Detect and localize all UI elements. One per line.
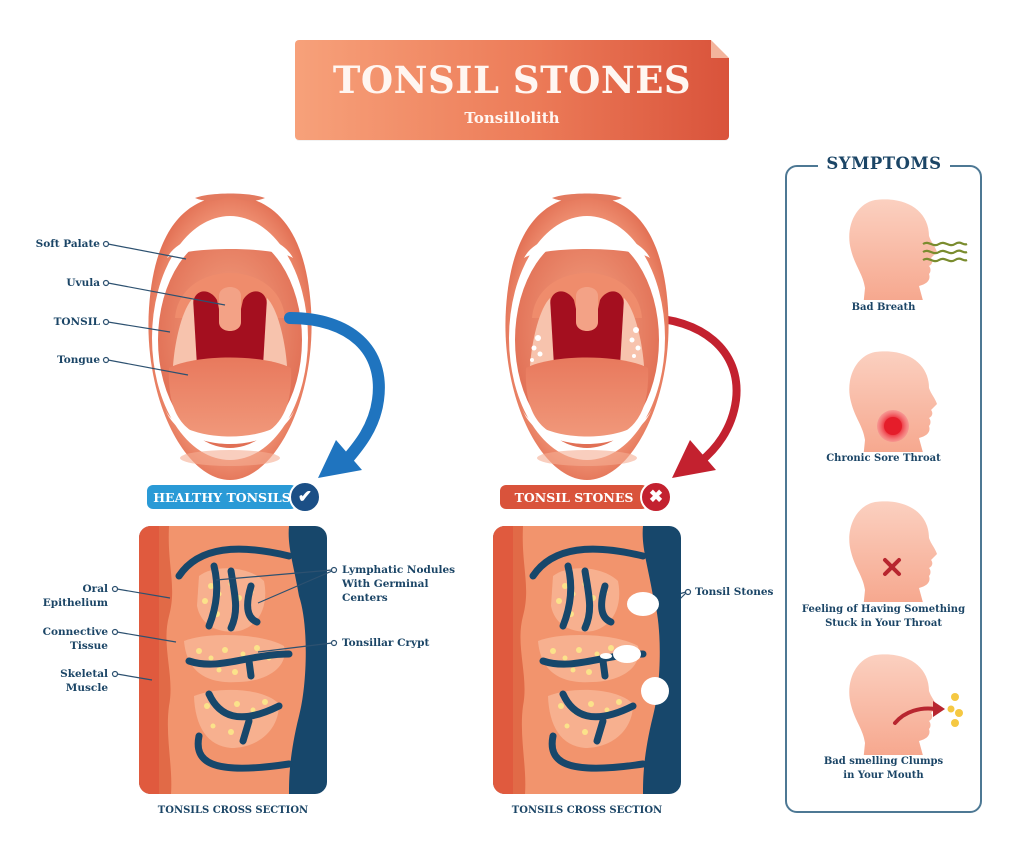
title-banner: TONSIL STONES Tonsillolith: [295, 40, 729, 140]
healthy-arrow: [284, 312, 385, 468]
label-tonsil-stones: Tonsil Stones: [695, 586, 774, 598]
label-oral-epithelium: Oral Epithelium: [42, 583, 108, 609]
label-uvula: Uvula: [66, 277, 100, 289]
tonsil-stones-status: TONSIL STONES ✖: [500, 481, 672, 513]
symptoms-title: SYMPTOMS: [818, 154, 950, 173]
healthy-tonsils-status: HEALTHY TONSILS ✔: [147, 481, 321, 513]
page-title: TONSIL STONES: [332, 58, 692, 102]
symptom-label-stuck-throat: Feeling of Having Something Stuck in You…: [801, 604, 966, 629]
tonsil-stones-deposits: [600, 592, 669, 705]
bad-breath-icon: [845, 190, 975, 300]
sore-throat-icon: [845, 342, 975, 452]
stones-mouth-illustration: [492, 188, 682, 488]
symptom-label-clumps: Bad smelling Clumps in Your Mouth: [823, 756, 944, 781]
label-tonsil: TONSIL: [53, 316, 100, 328]
x-icon: ✖: [640, 481, 672, 513]
label-tongue: Tongue: [57, 354, 100, 366]
symptom-label-sore-throat: Chronic Sore Throat: [826, 453, 941, 464]
banner-fold: [711, 40, 729, 58]
page-subtitle: Tonsillolith: [464, 109, 560, 127]
label-connective-tissue: Connective Tissue: [42, 626, 108, 652]
caption-stones-cross-section: TONSILS CROSS SECTION: [511, 805, 663, 816]
stones-cross-section: [493, 526, 681, 794]
healthy-tonsils-pill: HEALTHY TONSILS: [147, 485, 297, 509]
symptom-label-bad-breath: Bad Breath: [851, 302, 916, 313]
label-tonsillar-crypt: Tonsillar Crypt: [342, 637, 430, 649]
caption-healthy-cross-section: TONSILS CROSS SECTION: [157, 805, 309, 816]
label-lymphatic-nodules: Lymphatic Nodules With Germinal Centers: [342, 564, 456, 604]
label-soft-palate: Soft Palate: [35, 238, 100, 250]
stuck-throat-icon: [845, 492, 975, 602]
tonsil-stones-pill: TONSIL STONES: [500, 485, 648, 509]
check-icon: ✔: [289, 481, 321, 513]
label-skeletal-muscle: Skeletal Muscle: [60, 668, 108, 694]
tonsil-stone-dots: [530, 327, 641, 362]
clumps-icon: [845, 645, 975, 755]
